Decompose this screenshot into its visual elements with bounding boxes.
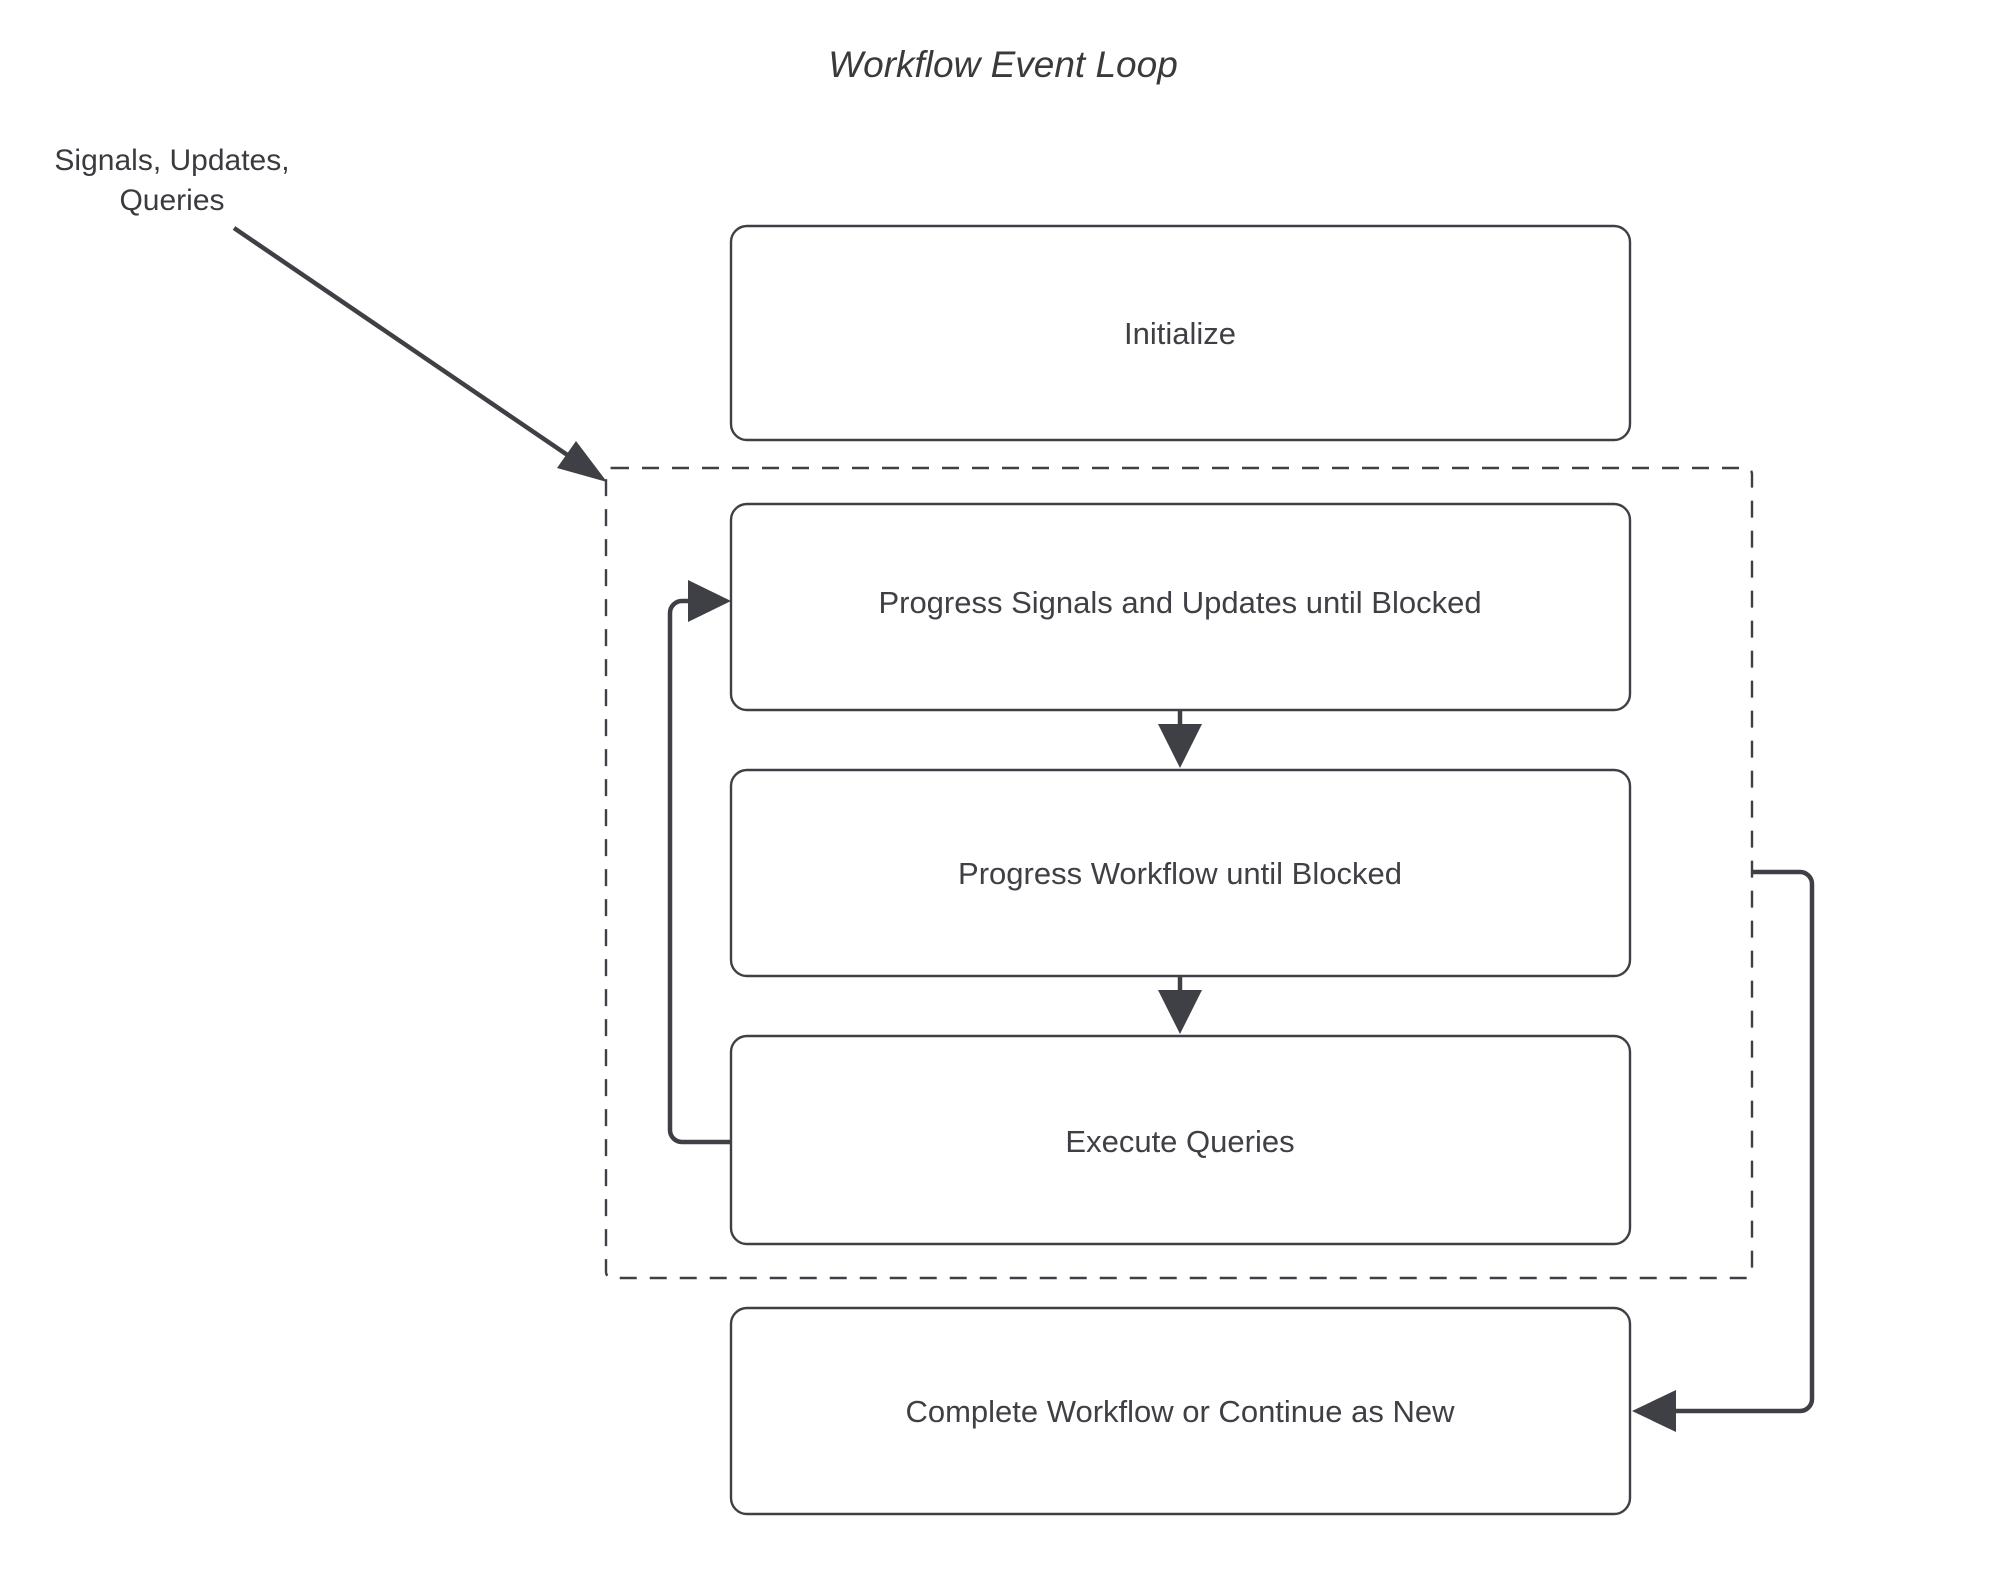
node-execute-queries[interactable]: Execute Queries — [729, 1034, 1632, 1246]
edge-progress-signals-to-progress-workflow — [1158, 710, 1202, 768]
edge-external-input-to-group — [232, 226, 607, 482]
edge-execute-queries-to-progress-signals — [667, 580, 731, 1145]
edge-group-cw-path — [1662, 869, 1815, 1414]
node-progress-signals[interactable]: Progress Signals and Updates until Block… — [729, 502, 1632, 712]
edge-external-input-arrowhead — [557, 441, 607, 482]
external-input-label-line2: Queries — [119, 184, 224, 217]
diagram-title: Workflow Event Loop — [828, 44, 1178, 85]
edge-group-to-complete-workflow — [1632, 869, 1815, 1432]
edge-eq-ps-arrowhead — [688, 580, 731, 622]
edge-pw-eq-arrowhead — [1158, 990, 1202, 1034]
node-execute-queries-label: Execute Queries — [1065, 1124, 1294, 1159]
edge-external-input-line — [232, 226, 590, 471]
node-progress-workflow-label: Progress Workflow until Blocked — [958, 856, 1402, 891]
node-initialize-shape[interactable] — [729, 224, 1632, 442]
node-initialize-label: Initialize — [1124, 316, 1236, 351]
edge-group-cw-arrowhead — [1632, 1390, 1676, 1432]
edge-eq-ps-path — [667, 598, 731, 1145]
node-progress-signals-label: Progress Signals and Updates until Block… — [878, 585, 1481, 620]
external-input-label-line1: Signals, Updates, — [54, 144, 289, 177]
edge-progress-workflow-to-execute-queries — [1158, 976, 1202, 1034]
node-complete-workflow-shape[interactable] — [729, 1306, 1632, 1516]
node-progress-workflow[interactable]: Progress Workflow until Blocked — [729, 768, 1632, 978]
node-complete-workflow[interactable]: Complete Workflow or Continue as New — [729, 1306, 1632, 1516]
edge-ps-pw-arrowhead — [1158, 724, 1202, 768]
node-initialize[interactable]: Initialize — [729, 224, 1632, 442]
node-complete-workflow-label: Complete Workflow or Continue as New — [905, 1394, 1455, 1429]
